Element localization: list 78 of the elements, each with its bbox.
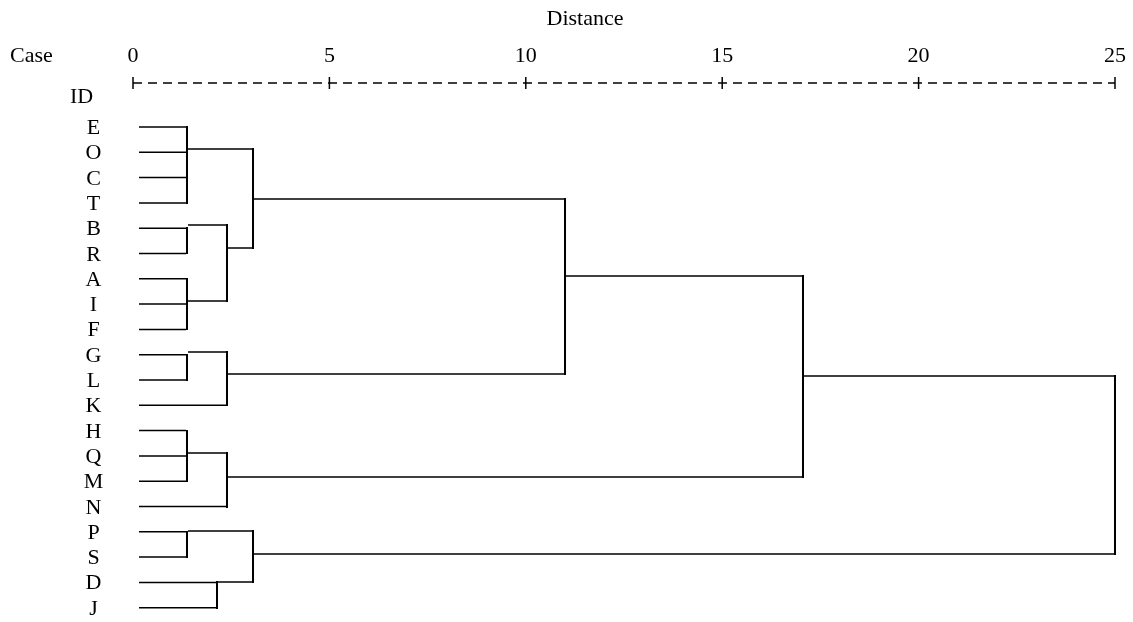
dendrogram-branch: [138, 606, 217, 609]
dendrogram-branch: [138, 480, 187, 482]
dendrogram-branch: [187, 452, 227, 454]
cluster-join-line: [252, 148, 254, 249]
cluster-join-line: [186, 227, 188, 255]
case-label: F: [80, 317, 139, 342]
case-label: K: [80, 393, 139, 418]
case-label: H: [80, 418, 139, 443]
dendrogram-branch: [138, 531, 187, 533]
case-label: D: [80, 570, 139, 595]
cluster-join-line: [1114, 375, 1116, 555]
tick-label: 10: [514, 43, 537, 67]
tick-label: 20: [907, 43, 930, 67]
dendrogram-branch: [217, 581, 253, 583]
cluster-join-line: [226, 224, 228, 302]
case-label: I: [80, 292, 139, 317]
dendrogram-branch: [138, 278, 187, 280]
dendrogram-branch: [138, 556, 187, 558]
cluster-join-line: [802, 275, 804, 478]
dendrogram-branch: [138, 581, 217, 584]
dendrogram-branch: [565, 275, 803, 277]
dendrogram-branch: [138, 328, 187, 331]
case-label: S: [80, 545, 139, 570]
case-label: J: [80, 595, 139, 620]
id-header: ID: [70, 84, 94, 108]
case-label: G: [80, 342, 139, 367]
dendrogram-branch: [138, 252, 187, 255]
cluster-join-line: [186, 530, 188, 559]
case-label: P: [80, 519, 139, 544]
case-label: N: [80, 494, 139, 519]
cluster-join-line: [216, 581, 218, 609]
dendrogram-branch: [187, 300, 227, 302]
cluster-join-line: [226, 351, 228, 407]
case-label: A: [80, 266, 139, 291]
dendrogram-branch: [138, 379, 187, 381]
tick-label: 25: [1104, 43, 1126, 67]
cluster-join-line: [186, 429, 188, 483]
dendrogram-branch: [138, 353, 187, 356]
dendrogram-branch: [227, 373, 565, 375]
case-label: L: [80, 368, 139, 392]
tick-label: 0: [127, 43, 139, 67]
dendrogram-branch: [138, 176, 187, 179]
dendrogram-branch: [187, 530, 253, 532]
dendrogram-branch: [227, 476, 803, 478]
cluster-join-line: [186, 277, 188, 331]
case-label: C: [80, 165, 139, 190]
dendrogram-branch: [138, 303, 187, 305]
case-label: Q: [80, 443, 139, 468]
cluster-join-line: [564, 198, 566, 375]
dendrogram-branch: [138, 151, 187, 154]
dendrogram-branch: [138, 429, 187, 432]
case-label: R: [80, 241, 139, 266]
dendrogram-branch: [253, 553, 1115, 555]
case-label: T: [80, 190, 139, 215]
tick-label: 15: [711, 43, 734, 67]
dendrogram-branch: [138, 455, 187, 457]
case-label: M: [80, 469, 139, 494]
tick-label: 5: [323, 43, 335, 67]
dendrogram-branch: [187, 351, 227, 353]
dendrogram-branch: [253, 198, 565, 200]
cluster-join-line: [252, 530, 254, 583]
axis-title: Distance: [546, 6, 624, 30]
case-label: B: [80, 216, 139, 241]
cluster-join-line: [186, 353, 188, 381]
dendrogram-branch: [227, 247, 253, 249]
dendrogram-branch: [187, 148, 253, 150]
dendrogram-branch: [138, 505, 227, 508]
cluster-join-line: [186, 126, 188, 204]
dendrogram-branch: [138, 227, 187, 229]
cluster-join-line: [226, 452, 228, 508]
dendrogram-branch: [187, 224, 227, 226]
case-header: Case: [10, 43, 53, 67]
dendrogram-branch: [803, 375, 1115, 377]
case-label: O: [80, 140, 139, 165]
case-label: E: [80, 115, 139, 139]
dendrogram-branch: [138, 126, 187, 128]
dendrogram-branch: [138, 202, 187, 204]
dendrogram-branch: [138, 404, 227, 407]
